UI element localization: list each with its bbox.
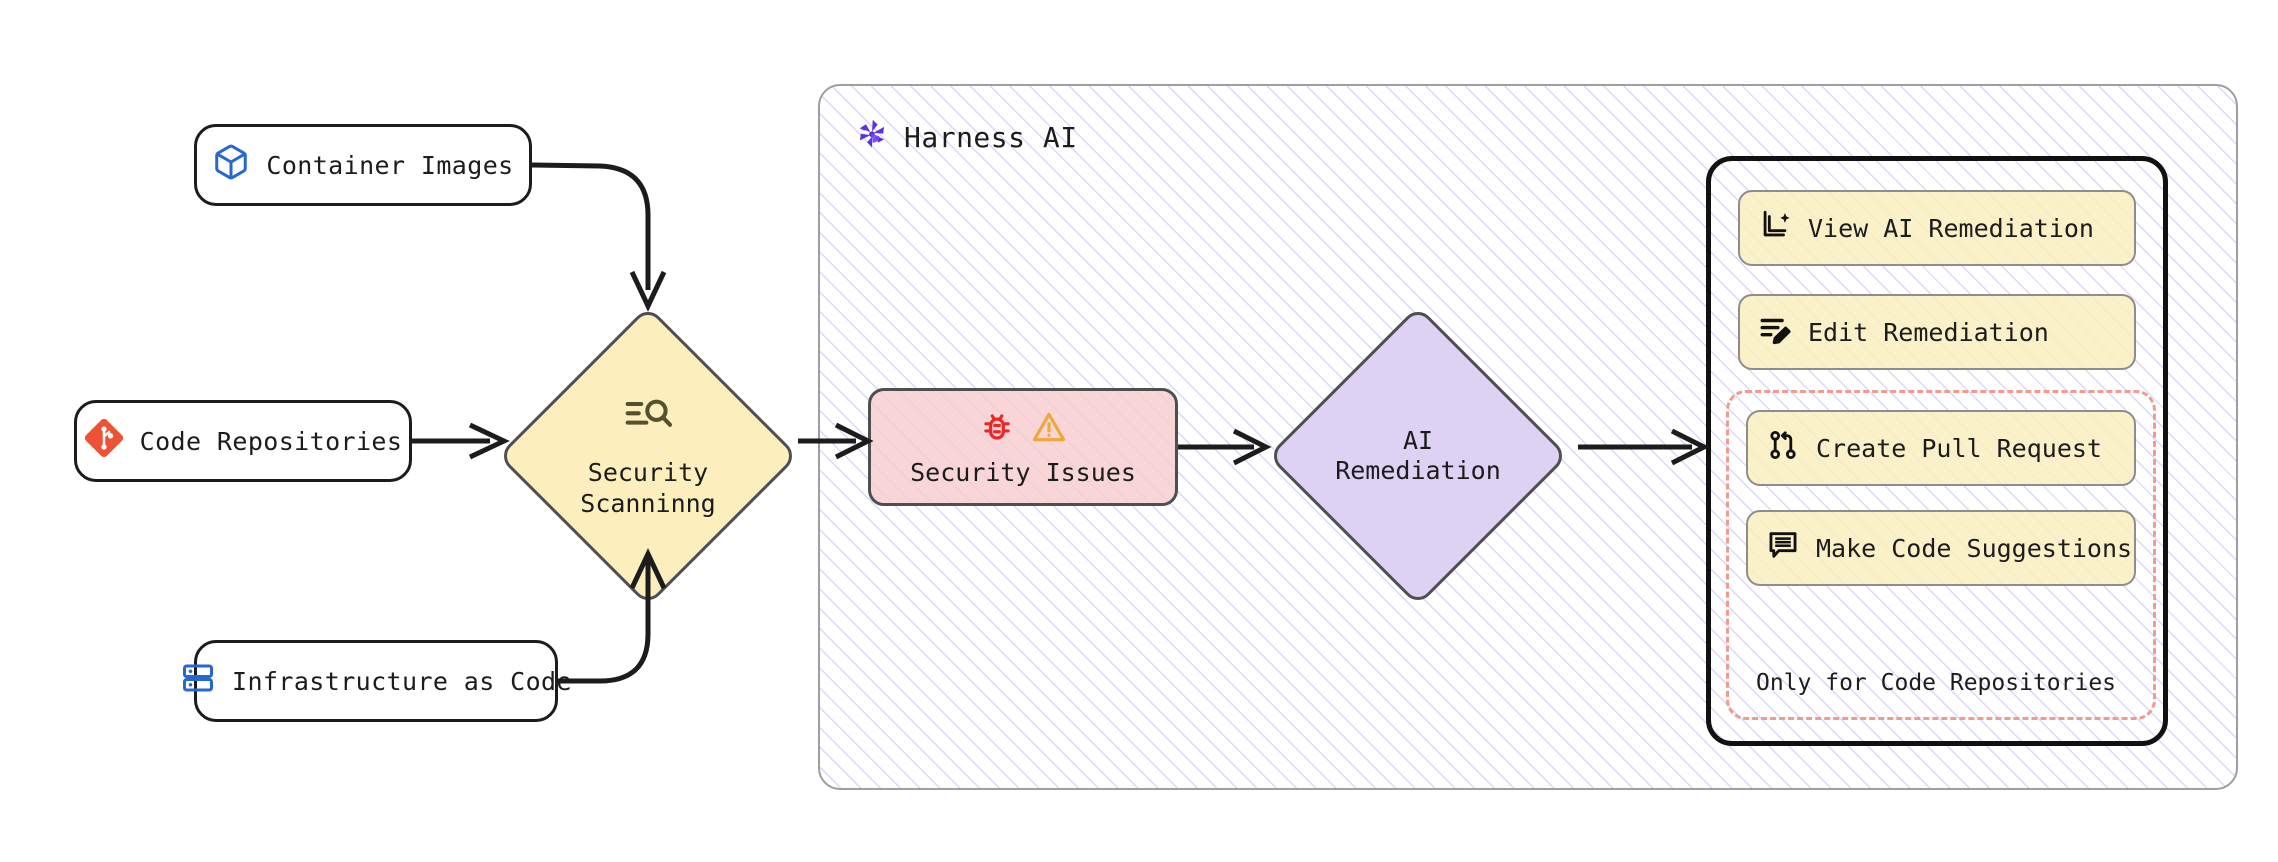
node-label: Infrastructure as Code xyxy=(232,666,572,696)
node-ai-remediation[interactable]: AI Remediation xyxy=(1267,305,1569,607)
edge-code-repositories-to-scanning xyxy=(412,422,510,460)
warning-triangle-icon xyxy=(1030,408,1068,450)
harness-pinwheel-icon xyxy=(854,116,890,159)
button-create-pull-request[interactable]: Create Pull Request xyxy=(1746,410,2136,486)
node-label: Container Images xyxy=(266,150,514,180)
comment-lines-icon xyxy=(1766,528,1800,568)
edit-pencil-lines-icon xyxy=(1758,312,1792,352)
node-security-issues[interactable]: Security Issues xyxy=(868,388,1178,506)
action-label: Create Pull Request xyxy=(1816,433,2102,463)
node-container-images[interactable]: Container Images xyxy=(194,124,532,206)
scan-search-icon xyxy=(580,393,715,445)
git-icon xyxy=(84,418,124,464)
code-repository-only-note: Only for Code Repositories xyxy=(1756,670,2117,696)
diamond-content: Security Scanninng xyxy=(580,393,716,520)
harness-ai-title: Harness AI xyxy=(904,121,1078,154)
harness-ai-title-group: Harness AI xyxy=(854,116,1078,159)
diamond-label-line2: Remediation xyxy=(1335,456,1501,485)
action-label: Edit Remediation xyxy=(1808,317,2049,347)
diamond-label-line1: AI xyxy=(1402,425,1434,455)
node-infrastructure-as-code[interactable]: Infrastructure as Code xyxy=(183,640,572,722)
ai-sparkle-document-icon xyxy=(1758,208,1792,248)
button-edit-remediation[interactable]: Edit Remediation xyxy=(1738,294,2136,370)
action-label: Make Code Suggestions xyxy=(1816,533,2133,563)
diamond-label-line1: Security xyxy=(587,458,709,488)
code-repository-only-group xyxy=(1726,390,2156,720)
node-security-scanning[interactable]: Security Scanninng xyxy=(497,305,799,607)
security-issues-label: Security Issues xyxy=(910,457,1136,487)
bug-icon xyxy=(978,408,1016,450)
cube-icon xyxy=(212,143,250,187)
server-stack-icon xyxy=(180,660,216,702)
edge-container-images-to-scanning xyxy=(531,162,667,312)
diamond-label-line2: Scanninng xyxy=(580,488,716,518)
action-label: View AI Remediation xyxy=(1808,213,2094,243)
node-code-repositories[interactable]: Code Repositories xyxy=(74,400,412,482)
security-issues-icons xyxy=(978,408,1068,450)
git-pull-request-icon xyxy=(1766,428,1800,468)
button-view-ai-remediation[interactable]: View AI Remediation xyxy=(1738,190,2136,266)
diamond-content: AI Remediation xyxy=(1335,426,1501,487)
node-label: Code Repositories xyxy=(139,426,403,456)
button-make-code-suggestions[interactable]: Make Code Suggestions xyxy=(1746,510,2136,586)
